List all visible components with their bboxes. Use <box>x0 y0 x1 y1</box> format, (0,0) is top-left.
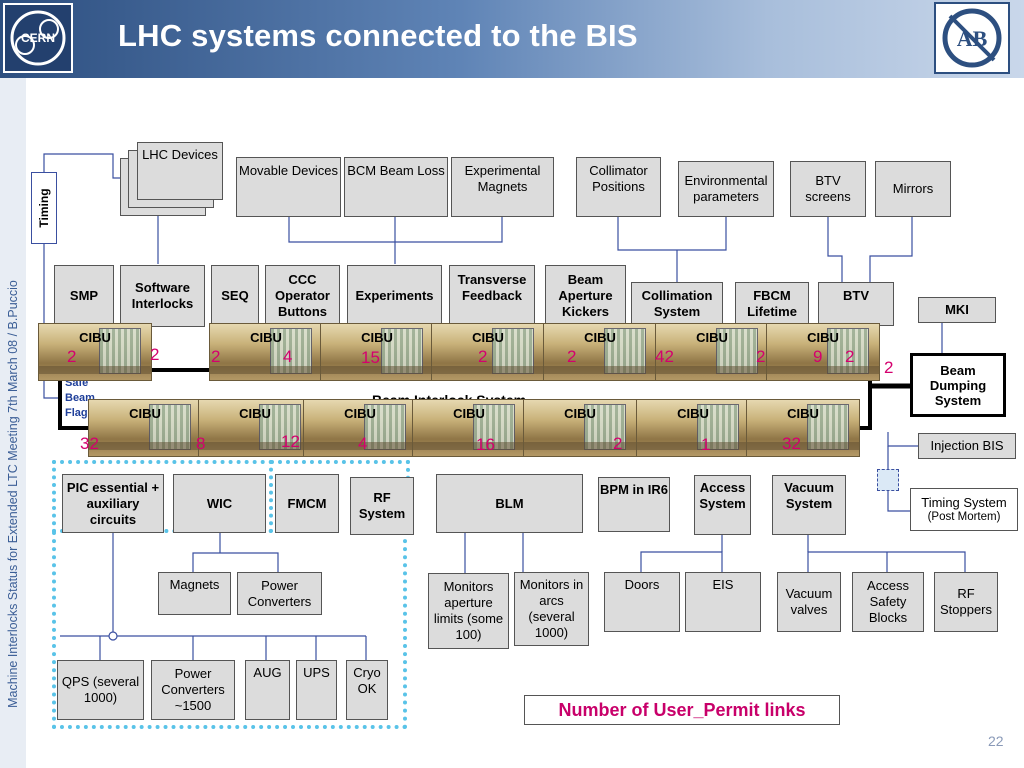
cibu-module: CIBU <box>523 399 637 457</box>
connector-icon <box>877 469 899 491</box>
user-permit-count: 2 <box>845 347 855 366</box>
movable-devices-box: Movable Devices <box>236 157 341 217</box>
cibu-module: CIBU <box>38 323 152 381</box>
aug-box: AUG <box>245 660 290 720</box>
injection-bis-box: Injection BIS <box>918 433 1016 459</box>
mki-box: MKI <box>918 297 996 323</box>
user-permit-count: 2 <box>478 347 488 366</box>
cibu-module: CIBU <box>209 323 323 381</box>
beam-dumping-system-box: Beam Dumping System <box>910 353 1006 417</box>
user-permit-count: 2 <box>211 347 221 366</box>
cibu-module: CIBU <box>88 399 202 457</box>
access-system-box: Access System <box>694 475 751 535</box>
blm-box: BLM <box>436 474 583 533</box>
cibu-module: CIBU <box>543 323 657 381</box>
btv-screens-box: BTV screens <box>790 161 866 217</box>
user-permit-count: 9 <box>813 347 823 366</box>
cryo-ok-box: Cryo OK <box>346 660 388 720</box>
timing-system-box: Timing System (Post Mortem) <box>910 488 1018 531</box>
user-permit-count: 2 <box>567 347 577 366</box>
user-permit-count: 16 <box>476 435 495 454</box>
rf-stoppers-box: RF Stoppers <box>934 572 998 632</box>
user-permit-count: 2 <box>884 358 894 377</box>
seq-box: SEQ <box>211 265 259 327</box>
user-permit-count: 8 <box>196 434 206 453</box>
collimator-positions-box: Collimator Positions <box>576 157 661 217</box>
environmental-parameters-box: Environmental parameters <box>678 161 774 217</box>
user-permit-count: 2 <box>150 345 160 364</box>
user-permit-count: 32 <box>80 434 99 453</box>
monitors-aperture-box: Monitors aperture limits (some 100) <box>428 573 509 649</box>
software-interlocks-box: Software Interlocks <box>120 265 205 327</box>
user-permit-count: 42 <box>655 347 674 366</box>
cern-logo: CERN <box>3 3 73 73</box>
ccc-operator-buttons-box: CCC Operator Buttons <box>265 265 340 327</box>
svg-text:CERN: CERN <box>21 31 55 45</box>
experimental-magnets-box: Experimental Magnets <box>451 157 554 217</box>
cibu-module: CIBU <box>431 323 545 381</box>
timing-box: Timing <box>31 172 57 244</box>
legend-user-permit: Number of User_Permit links <box>524 695 840 725</box>
wic-box: WIC <box>173 474 266 533</box>
cibu-module: CIBU <box>303 399 417 457</box>
cibu-module: CIBU <box>655 323 769 381</box>
dotted-group-bottom <box>52 531 407 729</box>
user-permit-count: 1 <box>701 435 711 454</box>
cibu-module: CIBU <box>636 399 750 457</box>
experiments-box: Experiments <box>347 265 442 327</box>
page-title: LHC systems connected to the BIS <box>118 18 638 53</box>
bcm-box: BCM Beam Loss <box>344 157 448 217</box>
user-permit-count: 2 <box>67 347 77 366</box>
user-permit-count: 12 <box>281 432 300 451</box>
smp-box: SMP <box>54 265 114 327</box>
access-safety-blocks-box: Access Safety Blocks <box>852 572 924 632</box>
user-permit-count: 15 <box>361 348 380 367</box>
svg-text:AB: AB <box>957 26 988 51</box>
page-number: 22 <box>988 733 1004 749</box>
sidebar <box>0 78 26 768</box>
aby-logo: AB <box>934 2 1010 74</box>
power-converters-1500-box: Power Converters ~1500 <box>151 660 235 720</box>
collimation-system-box: Collimation System <box>631 282 723 326</box>
lhc-devices-box: LHC Devices <box>137 142 223 200</box>
fmcm-box: FMCM <box>275 474 339 533</box>
btv-box: BTV <box>818 282 894 326</box>
monitors-arcs-box: Monitors in arcs (several 1000) <box>514 572 589 646</box>
vacuum-system-box: Vacuum System <box>772 475 846 535</box>
cibu-module: CIBU <box>412 399 526 457</box>
cibu-module: CIBU <box>320 323 434 381</box>
magnets-box: Magnets <box>158 572 231 615</box>
user-permit-count: 2 <box>613 434 623 453</box>
qps-box: QPS (several 1000) <box>57 660 144 720</box>
rf-system-box: RF System <box>350 477 414 535</box>
vacuum-valves-box: Vacuum valves <box>777 572 841 632</box>
user-permit-count: 4 <box>358 434 368 453</box>
beam-aperture-kickers-box: Beam Aperture Kickers <box>545 265 626 327</box>
user-permit-count: 4 <box>283 347 293 366</box>
cibu-module: CIBU <box>198 399 312 457</box>
cibu-module: CIBU <box>746 399 860 457</box>
cibu-module: CIBU <box>766 323 880 381</box>
doors-box: Doors <box>604 572 680 632</box>
eis-box: EIS <box>685 572 761 632</box>
header-bar <box>0 0 1024 78</box>
power-converters-box: Power Converters <box>237 572 322 615</box>
user-permit-count: 2 <box>756 347 766 366</box>
fbcm-lifetime-box: FBCM Lifetime <box>735 282 809 326</box>
bpm-box: BPM in IR6 <box>598 477 670 532</box>
ups-box: UPS <box>296 660 337 720</box>
pic-box: PIC essential + auxiliary circuits <box>62 474 164 533</box>
transverse-feedback-box: Transverse Feedback <box>449 265 535 327</box>
user-permit-count: 32 <box>782 434 801 453</box>
mirrors-box: Mirrors <box>875 161 951 217</box>
